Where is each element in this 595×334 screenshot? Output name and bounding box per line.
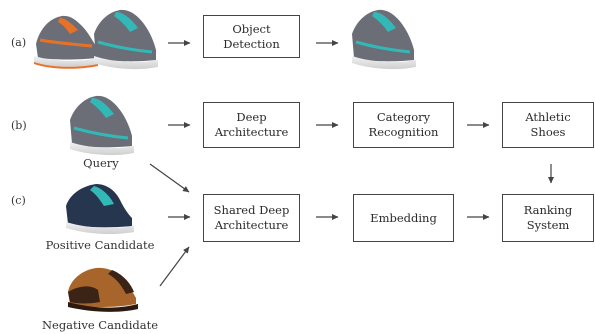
query-sneaker-image — [70, 95, 134, 156]
row-label-a: (a) — [11, 36, 27, 49]
arrow-negative-to-shared-architecture — [159, 246, 190, 287]
category-recognition-box: Category Recognition — [353, 102, 454, 148]
positive-candidate-shoe-image — [66, 184, 134, 235]
negative-candidate-shoe-image — [68, 267, 138, 312]
ranking-system-box: Ranking System — [502, 194, 594, 242]
deep-architecture-box: Deep Architecture — [203, 102, 300, 148]
row-label-c: (c) — [11, 194, 26, 207]
object-detection-box: Object Detection — [203, 15, 300, 58]
orange-sneaker-image — [34, 15, 98, 69]
teal-sneaker-image-a — [94, 9, 158, 70]
athletic-shoes-box: Athletic Shoes — [502, 102, 594, 148]
embedding-box: Embedding — [353, 194, 454, 242]
arrow-query-to-shared-architecture — [149, 163, 190, 193]
row-label-b: (b) — [11, 119, 27, 132]
query-caption: Query — [83, 156, 119, 170]
shared-deep-architecture-box: Shared Deep Architecture — [203, 194, 300, 242]
negative-candidate-caption: Negative Candidate — [41, 318, 159, 332]
detected-sneaker-image — [352, 9, 416, 70]
positive-candidate-caption: Positive Candidate — [45, 238, 155, 252]
